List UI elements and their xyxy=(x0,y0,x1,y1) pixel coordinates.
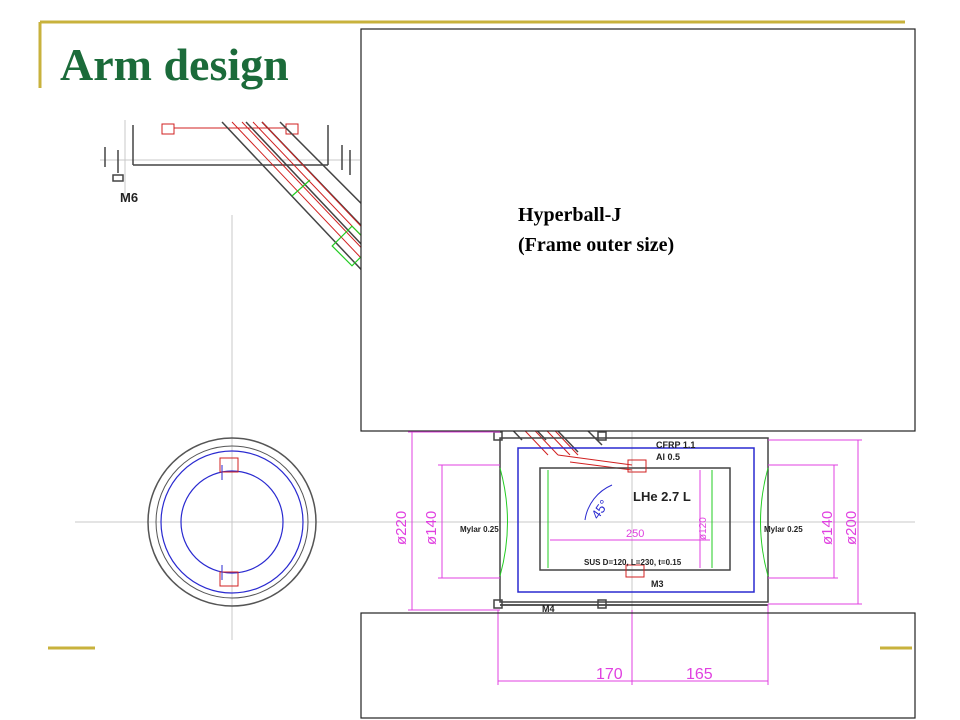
top-bracket-red xyxy=(161,123,299,135)
label-m4: M4 xyxy=(542,604,555,614)
accent-rules xyxy=(38,20,912,650)
dim-170: 170 xyxy=(596,666,623,683)
label-sus: SUS D=120, L=230, t=0.15 xyxy=(584,558,682,567)
dim-d120: ø120 xyxy=(698,517,709,540)
dim-d140-right: ø140 xyxy=(819,511,836,545)
mylar-windows xyxy=(499,467,769,577)
label-cfrp: CFRP 1.1 xyxy=(656,440,695,450)
vessel-red-fittings xyxy=(625,459,647,578)
slide-title: Arm design xyxy=(60,39,289,90)
dim-165: 165 xyxy=(686,666,713,683)
top-bracket xyxy=(104,125,351,182)
frame-label-line2: (Frame outer size) xyxy=(518,234,675,256)
bottom-frame-box xyxy=(360,612,916,719)
frame-label: Hyperball-J (Frame outer size) xyxy=(518,200,674,260)
label-mylar-right: Mylar 0.25 xyxy=(764,525,803,534)
vessel-frame xyxy=(493,431,769,609)
dim-250: 250 xyxy=(626,528,644,540)
label-lhe: LHe 2.7 L xyxy=(633,489,691,504)
label-m6: M6 xyxy=(120,190,138,205)
frame-label-line1: Hyperball-J xyxy=(518,204,622,226)
label-m3: M3 xyxy=(651,579,664,589)
dim-d220: ø220 xyxy=(393,511,410,545)
label-mylar-left: Mylar 0.25 xyxy=(460,525,499,534)
side-view-ring xyxy=(147,437,317,607)
label-al: Al 0.5 xyxy=(656,452,680,462)
hyperball-frame xyxy=(360,28,916,432)
label-angle: 45° xyxy=(588,497,612,522)
dim-d140-left: ø140 xyxy=(423,511,440,545)
dim-d200: ø200 xyxy=(843,511,860,545)
dimension-lines xyxy=(408,431,862,685)
vessel-inner-green xyxy=(547,470,713,568)
